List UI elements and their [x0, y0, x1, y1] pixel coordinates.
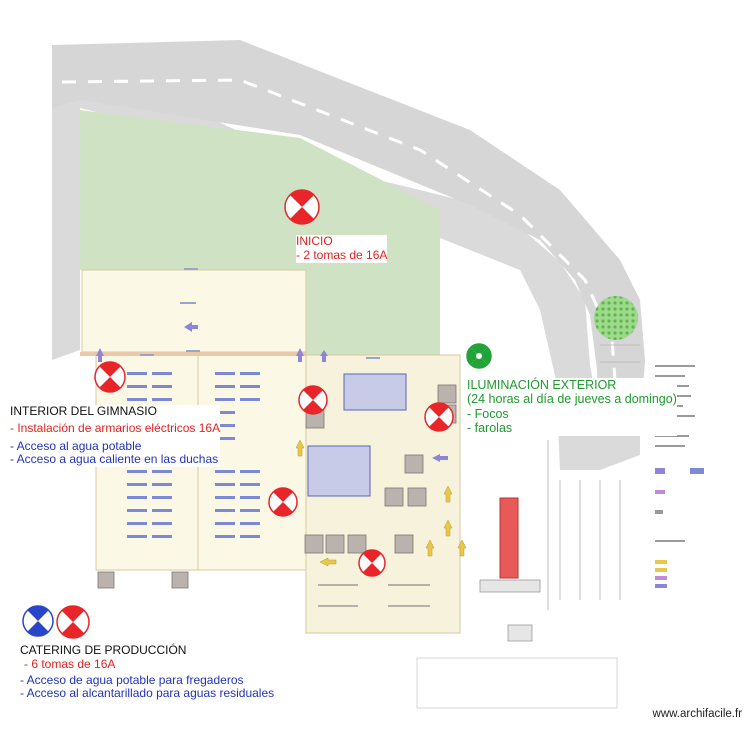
iluminacion-label: ILUMINACIÓN EXTERIOR (24 horas al día de… — [467, 378, 677, 436]
entrance-strip — [80, 352, 306, 356]
catering-blue-line-1: - Acceso de agua potable para fregaderos — [20, 672, 244, 687]
gym-hall-upper — [81, 269, 307, 353]
power-marker — [358, 549, 386, 577]
iluminacion-line-3: - farolas — [467, 421, 513, 436]
tree — [594, 296, 638, 340]
grass-area — [80, 110, 440, 355]
inicio-label: INICIO - 2 tomas de 16A — [296, 234, 388, 263]
power-marker — [298, 385, 328, 415]
catering-red-line: - 6 tomas de 16A — [24, 656, 116, 671]
yellow-arrows — [295, 439, 467, 567]
title-block — [416, 657, 618, 709]
iluminacion-line-1: (24 horas al día de jueves a domingo) — [467, 392, 677, 407]
gimnasio-blue-line-1: - Acceso al agua potable — [10, 438, 142, 453]
stand-block-1 — [343, 373, 407, 411]
gimnasio-title: INTERIOR DEL GIMNASIO — [10, 404, 157, 418]
power-marker — [94, 361, 126, 393]
stand-block-2 — [307, 445, 371, 497]
power-marker — [56, 605, 90, 639]
stage — [499, 497, 519, 579]
gimnasio-red-line: - Instalación de armarios eléctricos 16A — [10, 420, 221, 435]
red-white-circle-icon — [56, 189, 454, 639]
blue-white-circle-icon — [22, 605, 54, 637]
flow-arrows — [96, 322, 448, 462]
small-structure — [507, 624, 533, 642]
gimnasio-blue-line-2: - Acceso a agua caliente en las duchas — [10, 452, 219, 467]
watermark: www.archifacile.fr — [652, 708, 742, 720]
stage-border — [479, 579, 541, 593]
iluminacion-line-2: - Focos — [467, 406, 509, 421]
inicio-line: - 2 tomas de 16A — [296, 247, 388, 262]
tables — [318, 584, 430, 607]
iluminacion-title: ILUMINACIÓN EXTERIOR — [467, 378, 617, 392]
inicio-title: INICIO — [296, 234, 333, 248]
green-white-circle-icon — [466, 343, 492, 369]
power-marker — [268, 487, 298, 517]
power-marker — [284, 189, 320, 225]
catering-blue-line-2: - Acceso al alcantarillado para aguas re… — [20, 686, 275, 701]
power-marker — [424, 402, 454, 432]
catering-title: CATERING DE PRODUCCIÓN — [20, 643, 187, 657]
gimnasio-label: INTERIOR DEL GIMNASIO - Instalación de a… — [10, 404, 221, 468]
equipment-boxes — [97, 384, 457, 589]
catering-label: CATERING DE PRODUCCIÓN - 6 tomas de 16A … — [20, 643, 275, 702]
small-marks — [140, 268, 380, 359]
road-main — [52, 40, 645, 430]
